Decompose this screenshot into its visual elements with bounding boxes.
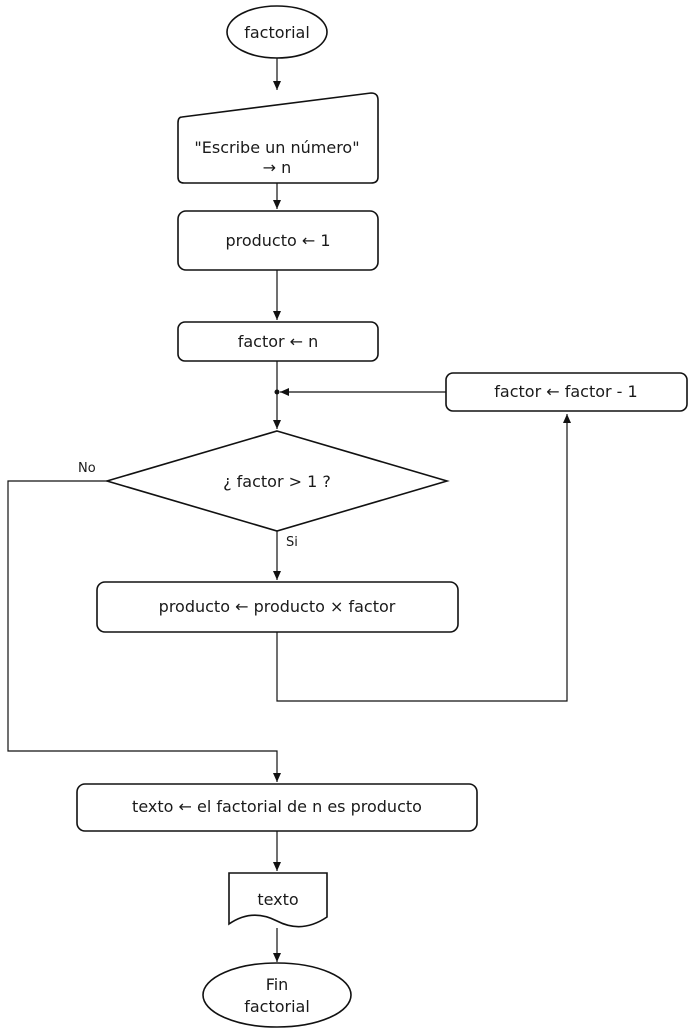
end-terminal: Fin factorial (202, 962, 352, 1028)
init-factor-label: factor ← n (238, 332, 319, 351)
output-document: texto (228, 872, 328, 928)
loop-join-dot (274, 389, 280, 395)
init-factor-process: factor ← n (177, 321, 379, 362)
decision-diamond: ¿ factor > 1 ? (104, 430, 450, 532)
multiply-process: producto ← producto × factor (96, 581, 459, 633)
input-prompt: "Escribe un número" (194, 138, 359, 157)
no-label: No (78, 461, 96, 476)
connectors (7, 58, 571, 962)
init-producto-label: producto ← 1 (225, 231, 330, 250)
edge-decision-no (7, 480, 281, 782)
end-label-line1: Fin (266, 975, 289, 994)
edge-multiply-to-decrement (276, 414, 571, 702)
set-text-label: texto ← el factorial de n es producto (132, 797, 422, 816)
multiply-label: producto ← producto × factor (159, 597, 396, 616)
yes-label: Si (286, 535, 298, 550)
init-producto-process: producto ← 1 (177, 210, 379, 271)
set-text-process: texto ← el factorial de n es producto (76, 783, 478, 832)
end-label-line2: factorial (244, 997, 310, 1016)
decrement-label: factor ← factor - 1 (494, 382, 637, 401)
input-node: "Escribe un número" → n (177, 92, 379, 184)
decrement-process: factor ← factor - 1 (445, 372, 688, 412)
start-label: factorial (244, 23, 310, 42)
decision-label: ¿ factor > 1 ? (223, 472, 331, 491)
output-label: texto (257, 890, 298, 909)
start-terminal: factorial (226, 5, 328, 59)
input-target: → n (263, 158, 292, 177)
